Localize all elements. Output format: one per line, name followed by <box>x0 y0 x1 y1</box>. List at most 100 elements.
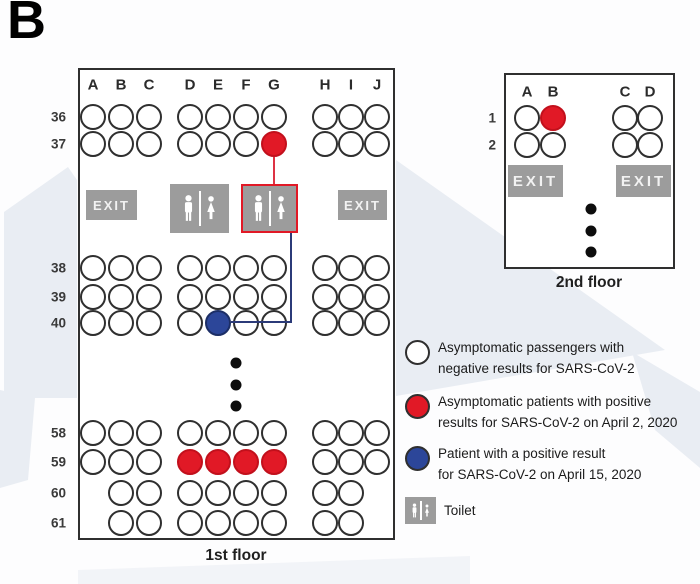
seat-36E <box>205 104 231 130</box>
legend-item-positive-april2: Asymptomatic patients with positive resu… <box>405 392 677 433</box>
legend-text: Asymptomatic patients with positive <box>438 394 652 409</box>
toilet-icon-highlighted <box>241 184 298 233</box>
seat-59A <box>80 449 106 475</box>
legend-text: Toilet <box>444 503 476 518</box>
seat-38I <box>338 255 364 281</box>
seat-38B <box>108 255 134 281</box>
seat-60F <box>233 480 259 506</box>
seat-58B <box>108 420 134 446</box>
seat-38G <box>261 255 287 281</box>
column-header-f1-D: D <box>184 76 196 94</box>
seat-60G <box>261 480 287 506</box>
positive-april15-seat-marker <box>405 446 430 471</box>
female-figure-icon <box>275 196 287 221</box>
column-header-f2-D: D <box>644 83 656 101</box>
column-header-f2-C: C <box>619 83 631 101</box>
row-label-f1-37: 37 <box>50 136 66 152</box>
seat-59E <box>205 449 231 475</box>
seat-40J <box>364 310 390 336</box>
seat-61C <box>136 510 162 536</box>
male-figure-icon <box>411 502 418 519</box>
seat-58D <box>177 420 203 446</box>
row-label-f2-1: 1 <box>488 110 496 126</box>
seat-60I <box>338 480 364 506</box>
seat-59C <box>136 449 162 475</box>
seat-58A <box>80 420 106 446</box>
column-header-f2-B: B <box>547 83 559 101</box>
red-connector-line <box>272 157 275 184</box>
column-header-f1-H: H <box>319 76 331 94</box>
toilet-divider <box>199 191 201 226</box>
floor1-caption: 1st floor <box>205 547 267 564</box>
seat-61G <box>261 510 287 536</box>
seat-40E <box>205 310 231 336</box>
row-label-f1-36: 36 <box>50 109 66 125</box>
seat-61I <box>338 510 364 536</box>
seat-40F <box>233 310 259 336</box>
seat-37G <box>261 131 287 157</box>
seat-40A <box>80 310 106 336</box>
seat-36H <box>312 104 338 130</box>
blue-connector-line-horizontal <box>231 320 292 323</box>
seat-61E <box>205 510 231 536</box>
exit-sign-f1-left: EXIT <box>86 190 137 220</box>
seat-39H <box>312 284 338 310</box>
seat-61F <box>233 510 259 536</box>
seat-36A <box>80 104 106 130</box>
column-header-f1-F: F <box>241 76 251 94</box>
seat-59I <box>338 449 364 475</box>
seat-40C <box>136 310 162 336</box>
seat-60H <box>312 480 338 506</box>
row-ellipsis-dot <box>585 225 597 237</box>
seat-58H <box>312 420 338 446</box>
seat-59G <box>261 449 287 475</box>
exit-sign-f1-right: EXIT <box>338 190 387 220</box>
male-figure-icon <box>182 194 195 223</box>
column-header-f1-B: B <box>115 76 127 94</box>
legend-item-positive-april15: Patient with a positive result for SARS-… <box>405 444 641 485</box>
seat-60C <box>136 480 162 506</box>
seat-38A <box>80 255 106 281</box>
seat-40G <box>261 310 287 336</box>
seat-38C <box>136 255 162 281</box>
seat-58J <box>364 420 390 446</box>
seat-37J <box>364 131 390 157</box>
legend-item-negative: Asymptomatic passengers with negative re… <box>405 338 635 379</box>
seat-36J <box>364 104 390 130</box>
seat-37E <box>205 131 231 157</box>
toilet-icon <box>170 184 229 233</box>
exit-sign-f2-left: EXIT <box>508 165 563 197</box>
column-header-f1-A: A <box>87 76 99 94</box>
seat-39C <box>136 284 162 310</box>
seat-59J <box>364 449 390 475</box>
column-header-f1-C: C <box>143 76 155 94</box>
row-label-f1-60: 60 <box>50 485 66 501</box>
seat-39F <box>233 284 259 310</box>
seat-39G <box>261 284 287 310</box>
seat-61D <box>177 510 203 536</box>
row-label-f1-58: 58 <box>50 425 66 441</box>
seat-36D <box>177 104 203 130</box>
legend-text: negative results for SARS-CoV-2 <box>438 360 635 376</box>
seat-37H <box>312 131 338 157</box>
seat-40B <box>108 310 134 336</box>
row-label-f1-40: 40 <box>50 315 66 331</box>
seat-39J <box>364 284 390 310</box>
seat-37B <box>108 131 134 157</box>
row-label-f2-2: 2 <box>488 137 496 153</box>
legend-item-toilet: Toilet <box>405 497 476 524</box>
row-label-f1-38: 38 <box>50 260 66 276</box>
seat-59H <box>312 449 338 475</box>
row-label-f1-39: 39 <box>50 289 66 305</box>
row-label-f1-61: 61 <box>50 515 66 531</box>
seat-61H <box>312 510 338 536</box>
exit-sign-f2-right: EXIT <box>616 165 671 197</box>
floor2-caption: 2nd floor <box>555 274 623 291</box>
positive-april2-seat-marker <box>405 394 430 419</box>
legend-text: Patient with a positive result <box>438 446 606 461</box>
row-ellipsis-dot <box>585 246 597 258</box>
seat-39B <box>108 284 134 310</box>
seat-1C <box>612 105 638 131</box>
